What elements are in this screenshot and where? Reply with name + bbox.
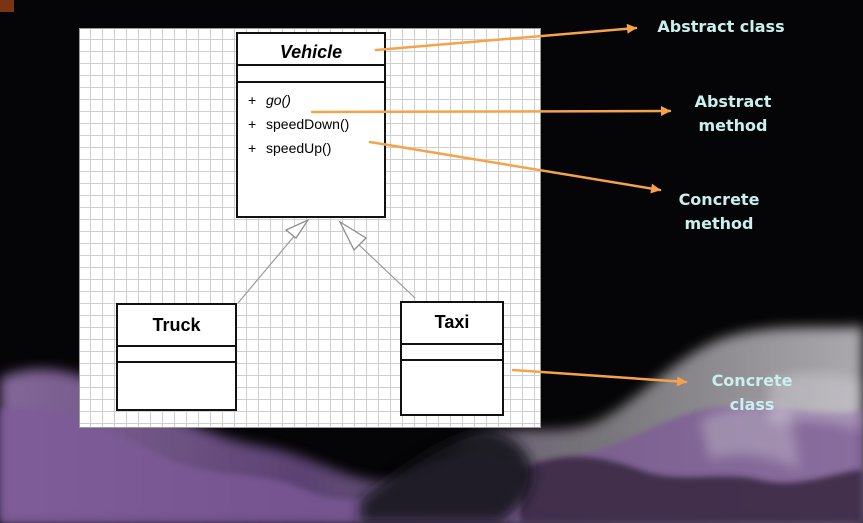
diagram-canvas-border xyxy=(79,28,541,428)
vehicle-operation: + speedDown() xyxy=(238,112,384,136)
callout-line: Abstract class xyxy=(657,17,785,36)
taxi-operations-section xyxy=(402,359,502,361)
concrete-class-arrow xyxy=(511,368,688,387)
truck-attributes-divider xyxy=(118,345,235,361)
operation-signature: speedUp() xyxy=(266,140,332,156)
abstract-method-arrow xyxy=(310,106,672,117)
callout-line: Concrete xyxy=(711,371,793,390)
visibility-marker: + xyxy=(248,116,257,132)
abstract-method-label: Abstract method xyxy=(682,90,784,138)
visibility-marker: + xyxy=(248,92,257,108)
callout-line: class xyxy=(729,395,775,414)
callout-line: Concrete xyxy=(678,190,760,209)
operation-signature: go() xyxy=(266,92,291,108)
operation-signature: speedDown() xyxy=(266,116,350,132)
callout-line: Abstract xyxy=(694,92,772,111)
truck-generalization xyxy=(237,218,310,304)
vehicle-attributes-divider xyxy=(238,64,384,81)
taxi-class-name: Taxi xyxy=(434,312,470,332)
inheritance-arrowhead-icon xyxy=(338,220,368,252)
visibility-marker: + xyxy=(248,140,257,156)
inheritance-arrowhead-icon xyxy=(284,218,310,239)
truck-class-box: Truck xyxy=(116,303,237,411)
concrete-method-arrow xyxy=(368,140,662,194)
concrete-class-label: Concrete class xyxy=(700,369,804,417)
vehicle-operations-section: + go() + speedDown() + speedUp() xyxy=(238,81,384,160)
abstract-class-arrow xyxy=(374,23,638,52)
taxi-attributes-divider xyxy=(402,343,502,359)
truck-class-name: Truck xyxy=(152,315,201,335)
truck-operations-section xyxy=(118,361,235,363)
vehicle-class-box: Vehicle + go() + speedDown() + speedUp() xyxy=(236,32,386,218)
vehicle-operation: + go() xyxy=(238,88,384,112)
vehicle-operation: + speedUp() xyxy=(238,136,384,160)
callout-line: method xyxy=(698,116,768,135)
vehicle-class-name: Vehicle xyxy=(279,42,343,62)
callout-line: method xyxy=(684,214,754,233)
concrete-method-label: Concrete method xyxy=(668,188,770,236)
taxi-generalization xyxy=(338,220,416,299)
taxi-class-box: Taxi xyxy=(400,301,504,416)
corner-mark xyxy=(0,0,14,12)
abstract-class-label: Abstract class xyxy=(650,15,792,39)
